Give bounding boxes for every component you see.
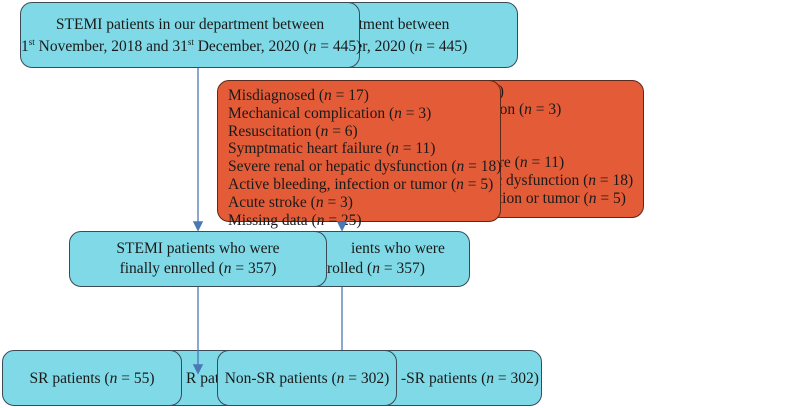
exclusion-item: Acute stroke (n = 3) [228,193,353,211]
exclusion-item: Severe renal or hepatic dysfunction (n =… [228,158,502,176]
top-back-line1: artment between [346,16,450,33]
top-line1: STEMI patients in our department between [55,16,325,33]
non-sr-back-label: -SR patients (n = 302) [401,370,539,387]
top-line2: 1st November, 2018 and 31st December, 20… [21,37,362,56]
non-sr-box: Non-SR patients (n = 302) [217,350,397,406]
exclusion-back-item [491,119,633,137]
exclusion-list: Misdiagnosed (n = 17) Mechanical complic… [228,87,501,229]
non-sr-label: Non-SR patients (n = 302) [224,370,390,387]
exclusion-box: Misdiagnosed (n = 17) Mechanical complic… [217,80,501,229]
exclusion-item: Mechanical complication (n = 3) [228,104,432,122]
exclusion-back-item: ic dysfunction (n = 18) [491,171,634,189]
enrolled-line2: finally enrolled (n = 357) [119,260,277,277]
exclusion-item: Active bleeding, infection or tumor (n =… [228,175,494,193]
exclusion-back-item: ure (n = 11) [491,154,565,172]
exclusion-item: Symptmatic heart failure (n = 11) [228,140,436,158]
exclusion-back-list: 7) tion (n = 3) ure (n = 11) ic dysfunct… [491,83,633,208]
enrolled-box: STEMI patients who were finally enrolled… [69,231,327,287]
enrolled-back-line2: rolled (n = 357) [327,260,425,277]
exclusion-back-item: tion (n = 3) [491,100,562,118]
exclusion-item: Resuscitation (n = 6) [228,122,358,140]
exclusion-item: Misdiagnosed (n = 17) [228,87,369,104]
exclusion-item: Missing data (n = 25) [228,211,362,229]
sr-label: SR patients (n = 55) [29,370,155,387]
top-box: STEMI patients in our department between… [20,2,362,68]
exclusion-back-item: 7) [491,83,633,101]
enrolled-line1: STEMI patients who were [116,240,280,257]
exclusion-back-item: ction or tumor (n = 5) [491,189,626,207]
enrolled-back-line1: ients who were [351,240,445,257]
sr-box: SR patients (n = 55) [2,350,182,406]
